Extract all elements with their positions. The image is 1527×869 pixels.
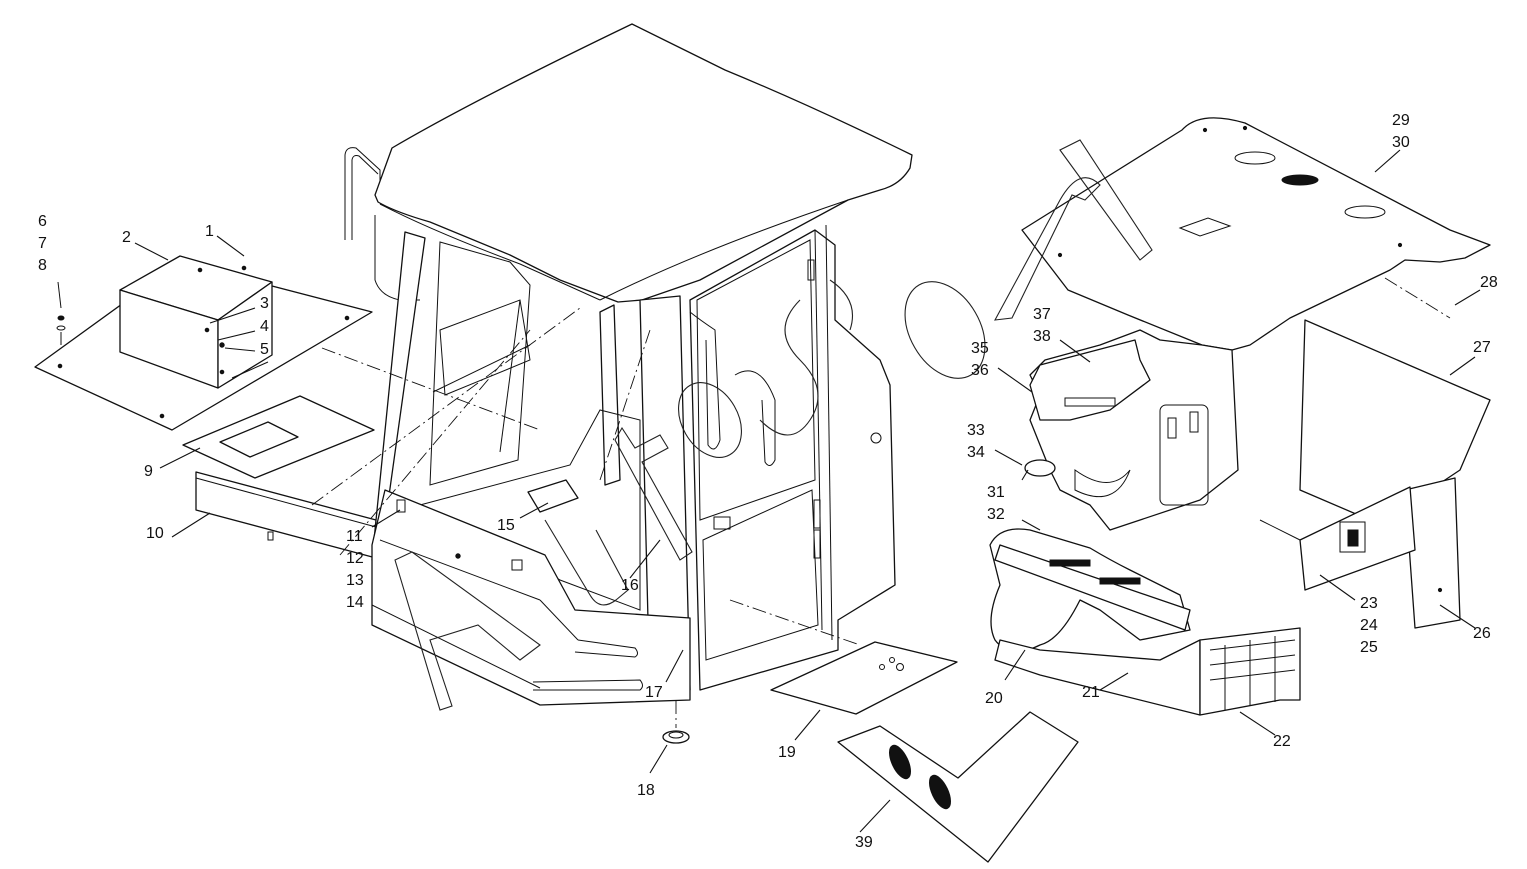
lower-liner-21 bbox=[994, 639, 1201, 716]
floor-mat-15 bbox=[527, 479, 579, 513]
callout-12: 12 bbox=[346, 550, 364, 567]
callout-38: 38 bbox=[1033, 328, 1051, 345]
control-panel-23 bbox=[1259, 486, 1416, 591]
callout-35: 35 bbox=[971, 340, 989, 357]
grille-22 bbox=[1199, 627, 1301, 716]
callout-2: 2 bbox=[122, 229, 131, 246]
callout-6: 6 bbox=[38, 213, 47, 230]
floor-plate-19 bbox=[770, 641, 958, 715]
callout-9: 9 bbox=[144, 463, 153, 480]
vent-unit-35 bbox=[1029, 339, 1151, 421]
fastener-stack bbox=[56, 281, 66, 345]
assembly-lines bbox=[311, 277, 1451, 728]
headliner-panel bbox=[1021, 117, 1491, 351]
callout-26: 26 bbox=[1473, 625, 1491, 642]
callout-30: 30 bbox=[1392, 134, 1410, 151]
callout-18: 18 bbox=[637, 782, 655, 799]
callout-16: 16 bbox=[621, 577, 639, 594]
callout-10: 10 bbox=[146, 525, 164, 542]
side-liner-27 bbox=[1299, 319, 1491, 521]
callout-4: 4 bbox=[260, 318, 269, 335]
electrical-box bbox=[119, 255, 273, 389]
side-panel-26 bbox=[1404, 477, 1461, 629]
floor-mat-39 bbox=[837, 711, 1079, 863]
autosoft-watermark bbox=[394, 139, 1153, 711]
callout-37: 37 bbox=[1033, 306, 1051, 323]
callout-36: 36 bbox=[971, 362, 989, 379]
callout-5: 5 bbox=[260, 341, 269, 358]
callout-24: 24 bbox=[1360, 617, 1378, 634]
callout-15: 15 bbox=[497, 517, 515, 534]
callout-31: 31 bbox=[987, 484, 1005, 501]
gasket-plate bbox=[182, 395, 375, 479]
callout-7: 7 bbox=[38, 235, 47, 252]
leader-lines bbox=[134, 149, 1481, 833]
callout-34: 34 bbox=[967, 444, 985, 461]
callout-8: 8 bbox=[38, 257, 47, 274]
air-duct-20 bbox=[989, 528, 1191, 652]
callout-27: 27 bbox=[1473, 339, 1491, 356]
callout-labels: 1 2 3 4 5 6 7 8 9 10 11 12 13 14 15 16 1… bbox=[38, 112, 1498, 851]
cab-frame bbox=[344, 23, 913, 706]
callout-23: 23 bbox=[1360, 595, 1378, 612]
trim-strip bbox=[195, 471, 377, 559]
callout-19: 19 bbox=[778, 744, 796, 761]
nozzle-33 bbox=[1024, 459, 1056, 477]
callout-13: 13 bbox=[346, 572, 364, 589]
callout-11: 11 bbox=[346, 528, 363, 545]
callout-17: 17 bbox=[645, 684, 663, 701]
callout-21: 21 bbox=[1082, 684, 1100, 701]
callout-29: 29 bbox=[1392, 112, 1410, 129]
grommet bbox=[662, 730, 690, 744]
callout-33: 33 bbox=[967, 422, 985, 439]
callout-1: 1 bbox=[205, 223, 214, 240]
callout-14: 14 bbox=[346, 594, 364, 611]
callout-25: 25 bbox=[1360, 639, 1378, 656]
callout-20: 20 bbox=[985, 690, 1003, 707]
callout-39: 39 bbox=[855, 834, 873, 851]
callout-22: 22 bbox=[1273, 733, 1291, 750]
callout-32: 32 bbox=[987, 506, 1005, 523]
callout-3: 3 bbox=[260, 295, 269, 312]
callout-28: 28 bbox=[1480, 274, 1498, 291]
